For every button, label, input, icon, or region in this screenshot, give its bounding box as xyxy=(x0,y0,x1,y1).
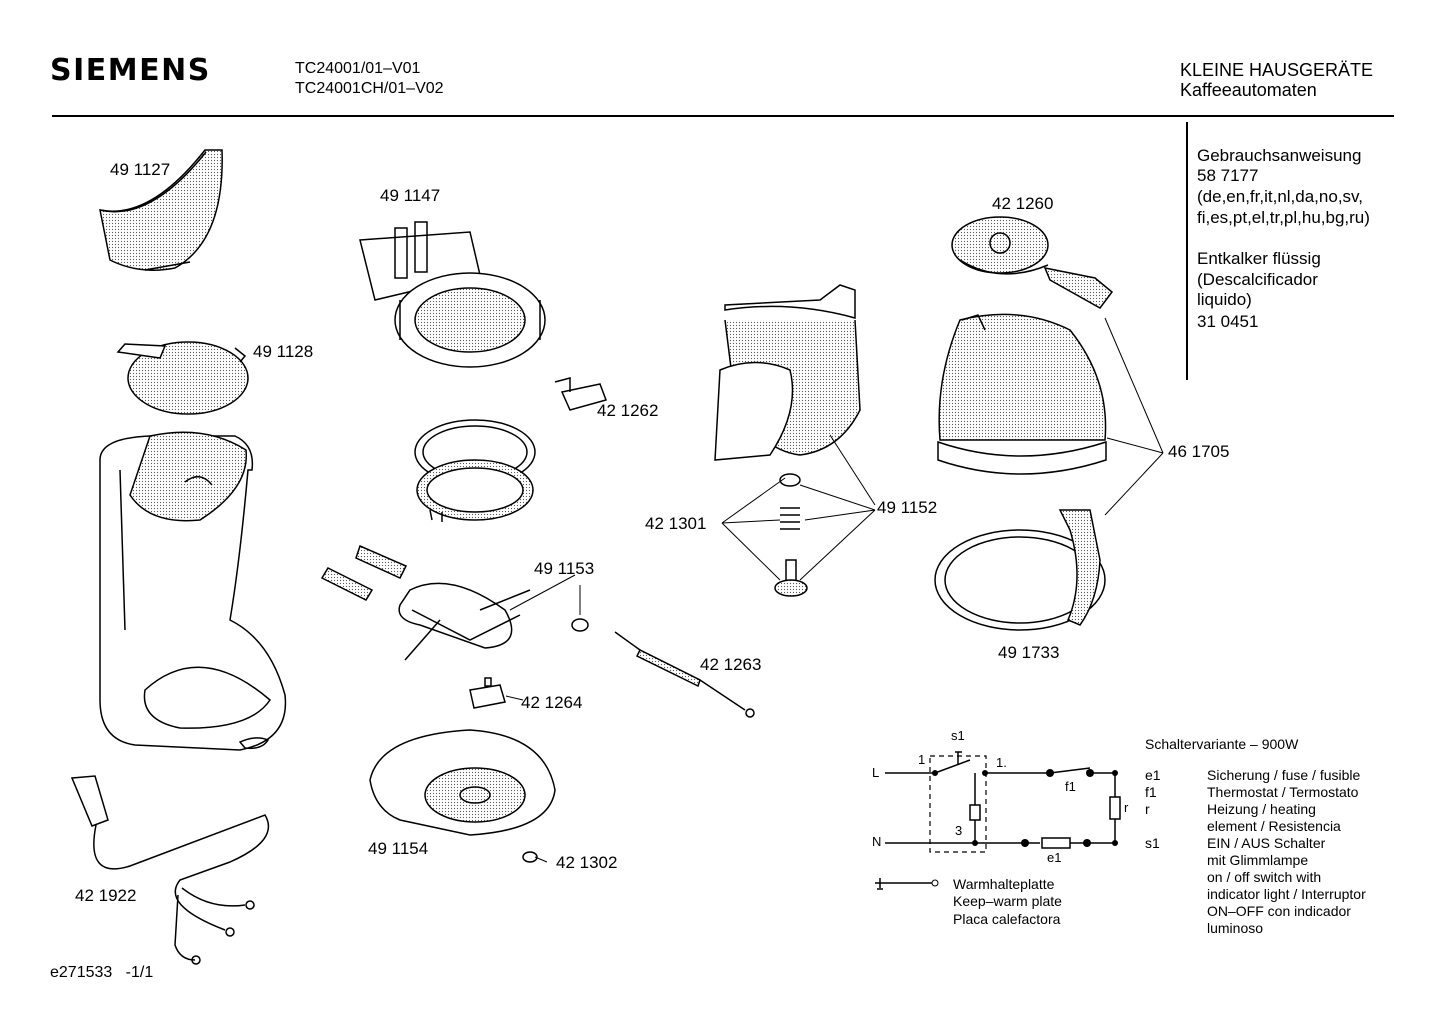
manual-number: 58 7177 xyxy=(1197,166,1259,185)
descaler-number: 31 0451 xyxy=(1197,312,1259,331)
brand-logo: SIEMENS xyxy=(50,53,211,88)
legend-code: r xyxy=(1145,801,1150,817)
legend-text: Sicherung / fuse / fusible xyxy=(1207,767,1361,783)
carafe-lid-part xyxy=(951,216,1114,309)
part-label-491147: 49 1147 xyxy=(380,186,441,205)
part-label-421263: 42 1263 xyxy=(700,655,762,674)
part-label-491127: 49 1127 xyxy=(110,160,171,179)
header-divider xyxy=(52,115,1394,117)
manual-languages-2: fi,es,pt,el,tr,pl,hu,bg,ru) xyxy=(1197,208,1370,227)
document-id: e271533 xyxy=(50,964,113,981)
legend-text: on / off switch with xyxy=(1207,869,1322,885)
side-divider xyxy=(1186,122,1188,380)
fuse-part xyxy=(614,631,755,718)
circuit-label-N: N xyxy=(872,834,882,849)
part-label-421301: 42 1301 xyxy=(645,514,707,533)
legend-text: EIN / AUS Schalter xyxy=(1207,835,1326,851)
legend-text: ON–OFF con indicador xyxy=(1207,903,1351,919)
descaler-subtitle-1: (Descalcificador xyxy=(1197,270,1318,289)
water-tank-lid-part xyxy=(116,341,249,415)
warm-plate-label-es: Placa calefactora xyxy=(953,911,1061,927)
part-label-421262: 42 1262 xyxy=(597,401,659,420)
base-plate-part xyxy=(369,729,556,836)
part-label-491733: 49 1733 xyxy=(998,643,1060,662)
part-label-491152: 49 1152 xyxy=(877,498,938,517)
foot-part xyxy=(522,851,538,863)
legend-text: indicator light / Interruptor xyxy=(1207,886,1366,902)
circuit-label-L: L xyxy=(872,765,880,780)
power-cord-part xyxy=(70,775,270,965)
footer-doc-id: e271533 -1/1 xyxy=(50,964,153,982)
manual-languages-1: (de,en,fr,it,nl,da,no,sv, xyxy=(1197,187,1363,206)
leader-lines xyxy=(505,317,1164,863)
model-number-1: TC24001/01–V01 xyxy=(295,60,421,77)
circuit-label-3: 3 xyxy=(955,823,963,838)
switch-part xyxy=(554,377,607,411)
circuit-label-e1: e1 xyxy=(1047,850,1062,865)
circuit-label-1: 1 xyxy=(918,752,926,767)
part-label-491154: 49 1154 xyxy=(368,839,429,858)
circuit-nodes xyxy=(931,769,1118,887)
page-indicator: -1/1 xyxy=(125,964,154,981)
heating-element-part xyxy=(320,544,589,661)
descaler-title: Entkalker flüssig xyxy=(1197,249,1321,268)
wiring-diagram xyxy=(875,751,1121,890)
part-label-461705: 46 1705 xyxy=(1168,442,1230,461)
legend-heading: Schaltervariante – 900W xyxy=(1145,736,1299,752)
descaler-subtitle-2: liquido) xyxy=(1197,290,1252,309)
legend-text: element / Resistencia xyxy=(1207,818,1341,834)
seal-ring-part xyxy=(414,419,536,522)
circuit-label-1-dot: 1. xyxy=(996,755,1007,770)
part-label-491128: 49 1128 xyxy=(253,342,314,361)
carafe-part xyxy=(937,313,1107,475)
legend-text: Heizung / heating xyxy=(1207,801,1316,817)
part-label-421922: 42 1922 xyxy=(75,886,137,905)
legend-text: luminoso xyxy=(1207,920,1264,936)
category-subtitle: Kaffeeautomaten xyxy=(1180,80,1317,100)
carafe-handle-ring-part xyxy=(934,509,1106,631)
circuit-label-s1: s1 xyxy=(951,728,965,743)
thermostat-part xyxy=(469,677,506,709)
legend-code: s1 xyxy=(1145,835,1160,851)
warm-plate-label-en: Keep–warm plate xyxy=(953,893,1062,909)
inlet-frame-part xyxy=(359,221,546,368)
circuit-label-r: r xyxy=(1124,800,1129,815)
model-number-2: TC24001CH/01–V02 xyxy=(295,80,444,97)
part-label-421264: 42 1264 xyxy=(521,693,583,712)
legend-code: f1 xyxy=(1145,784,1157,800)
legend-text: Thermostat / Termostato xyxy=(1207,784,1359,800)
filter-holder-part xyxy=(714,284,861,597)
legend-code: e1 xyxy=(1145,767,1161,783)
part-label-421302: 42 1302 xyxy=(556,853,618,872)
manual-title: Gebrauchsanweisung xyxy=(1197,146,1362,165)
circuit-label-f1: f1 xyxy=(1065,779,1076,794)
housing-part xyxy=(99,431,287,751)
legend-text: mit Glimmlampe xyxy=(1207,852,1309,868)
part-label-421260: 42 1260 xyxy=(992,194,1054,213)
filter-lid-flap-part xyxy=(99,149,223,271)
warm-plate-label-de: Warmhalteplatte xyxy=(953,876,1055,892)
category-title: KLEINE HAUSGERÄTE xyxy=(1180,60,1374,80)
part-label-491153: 49 1153 xyxy=(534,559,595,578)
